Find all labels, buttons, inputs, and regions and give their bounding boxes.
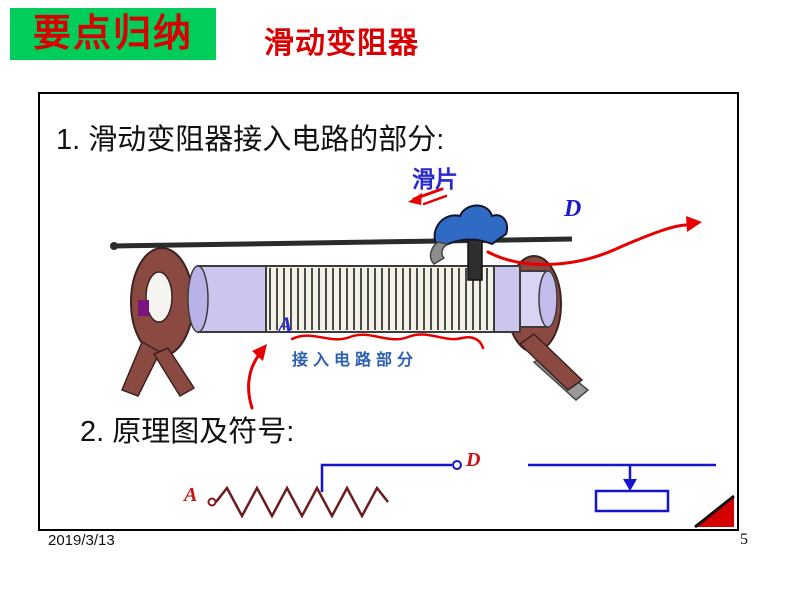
slide-figures (110, 187, 735, 529)
sweep-arrowhead (686, 216, 702, 232)
wiper-wire (320, 463, 452, 492)
symbol-arrowhead (623, 479, 637, 491)
up-arrow (247, 349, 264, 410)
slider-sweep-arrow (486, 223, 692, 266)
page-number: 5 (740, 531, 748, 548)
red-annotations (247, 187, 702, 410)
badge-label: 要点归纳 (32, 13, 193, 55)
purple-mark (138, 300, 149, 316)
coil-underline-wave (290, 333, 485, 350)
circuit-part-caption: 接入电路部分 (292, 352, 419, 369)
left-support (121, 247, 196, 398)
slide-rod (113, 236, 573, 249)
slide-title: 滑动变阻器 (264, 27, 419, 60)
terminal-a-label: A (278, 312, 293, 337)
key-points-badge: 要点归纳 (10, 8, 216, 60)
corner-triangle (694, 494, 735, 529)
content-panel: 1. 滑动变阻器接入电路的部分: 滑片 D A 接入电路部分 2. 原理图及符号… (38, 92, 739, 531)
slider-pointer-arrowhead (408, 193, 422, 205)
terminal-d-node (452, 460, 462, 470)
schematic (207, 460, 716, 519)
schematic-terminal-d-label: D (466, 449, 481, 471)
point-1-text: 1. 滑动变阻器接入电路的部分: (56, 124, 445, 156)
terminal-a-node (207, 497, 217, 507)
schematic-terminal-a-label: A (184, 484, 198, 506)
slide-date: 2019/3/13 (48, 532, 115, 549)
rheostat-symbol-box (594, 489, 670, 513)
slider-knob (429, 204, 508, 281)
terminal-d-label: D (564, 196, 582, 222)
resistor-tube (187, 265, 558, 333)
point-2-text: 2. 原理图及符号: (80, 416, 295, 448)
up-arrowhead (252, 344, 267, 361)
resistor-zigzag (215, 485, 389, 519)
slider-part-label: 滑片 (412, 166, 458, 192)
